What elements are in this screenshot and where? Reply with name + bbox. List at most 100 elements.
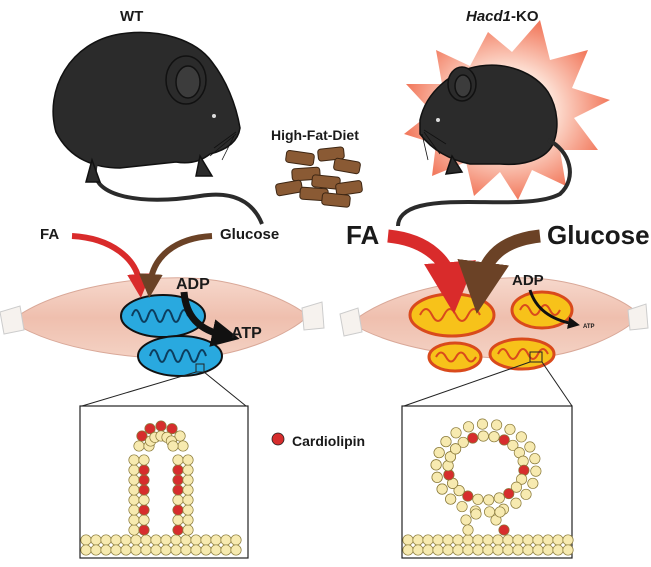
phospholipid-molecule [100, 544, 112, 556]
cardiolipin-molecule [166, 423, 178, 435]
high-fat-diet-pellets [275, 146, 363, 208]
phospholipid-molecule [524, 441, 536, 453]
cardiolipin-molecule [138, 464, 150, 476]
phospholipid-molecule [110, 534, 122, 546]
cardiolipin-molecule [498, 524, 510, 536]
phospholipid-molecule [488, 431, 500, 443]
phospholipid-molecule [491, 419, 503, 431]
phospholipid-molecule [504, 423, 516, 435]
phospholipid-molecule [210, 544, 222, 556]
phospholipid-molecule [170, 534, 182, 546]
phospholipid-molecule [472, 544, 484, 556]
phospholipid-molecule [452, 534, 464, 546]
phospholipid-molecule [402, 534, 414, 546]
phospholipid-molecule [432, 534, 444, 546]
wt-mitochondrion-2 [137, 335, 223, 377]
cardiolipin-molecule [172, 504, 184, 516]
phospholipid-molecule [515, 431, 527, 443]
phospholipid-molecule [532, 534, 544, 546]
wt-mouse-eye [212, 114, 216, 118]
phospholipid-molecule [512, 544, 524, 556]
phospholipid-molecule [445, 493, 457, 505]
phospholipid-molecule [138, 494, 150, 506]
ko-mitochondrion-1 [408, 292, 496, 338]
phospholipid-molecule [140, 534, 152, 546]
phospholipid-molecule [527, 477, 539, 489]
phospholipid-molecule [190, 544, 202, 556]
phospholipid-molecule [150, 544, 162, 556]
phospholipid-molecule [430, 459, 442, 471]
ko-mouse-eye [436, 118, 440, 122]
phospholipid-molecule [483, 494, 495, 506]
phospholipid-molecule [180, 534, 192, 546]
wt-cristae-lipid-bilayer [80, 420, 242, 556]
phospholipid-molecule [476, 418, 488, 430]
phospholipid-molecule [450, 427, 462, 439]
phospholipid-molecule [182, 514, 194, 526]
ko-zoom-lines [403, 351, 573, 407]
phospholipid-molecule [172, 494, 184, 506]
cardiolipin-molecule [172, 464, 184, 476]
phospholipid-molecule [433, 447, 445, 459]
phospholipid-molecule [507, 439, 519, 451]
phospholipid-molecule [220, 544, 232, 556]
cardiolipin-molecule [155, 420, 167, 432]
phospholipid-molecule [182, 484, 194, 496]
phospholipid-molecule [482, 534, 494, 546]
phospholipid-molecule [412, 544, 424, 556]
wt-glucose-label: Glucose [220, 226, 280, 243]
cardiolipin-molecule [138, 484, 150, 496]
cardiolipin-molecule [138, 474, 150, 486]
phospholipid-molecule [120, 544, 132, 556]
phospholipid-molecule [210, 534, 222, 546]
phospholipid-molecule [130, 534, 142, 546]
phospholipid-molecule [562, 544, 574, 556]
phospholipid-molecule [510, 481, 522, 493]
wt-title: WT [120, 8, 144, 25]
cardiolipin-molecule [172, 524, 184, 536]
phospholipid-molecule [502, 534, 514, 546]
phospholipid-molecule [494, 506, 506, 518]
ko-atp-label: ATP [583, 324, 595, 330]
phospholipid-molecule [190, 534, 202, 546]
phospholipid-molecule [472, 493, 484, 505]
wt-adp-atp-arrow [180, 291, 240, 347]
phospholipid-molecule [436, 483, 448, 495]
phospholipid-molecule [453, 485, 465, 497]
phospholipid-molecule [452, 544, 464, 556]
phospholipid-molecule [472, 534, 484, 546]
phospholipid-molecule [493, 492, 505, 504]
cardiolipin-molecule [462, 490, 474, 502]
phospholipid-molecule [450, 443, 462, 455]
phospholipid-molecule [542, 544, 554, 556]
phospholipid-molecule [462, 524, 474, 536]
cardiolipin-legend-dot [271, 432, 285, 446]
phospholipid-molecule [167, 440, 179, 452]
phospholipid-molecule [492, 534, 504, 546]
phospholipid-molecule [90, 534, 102, 546]
phospholipid-molecule [174, 430, 186, 442]
phospholipid-molecule [128, 474, 140, 486]
ko-fa-arrow [387, 229, 476, 314]
phospholipid-molecule [120, 534, 132, 546]
phospholipid-molecule [512, 534, 524, 546]
phospholipid-molecule [510, 497, 522, 509]
phospholipid-molecule [442, 534, 454, 546]
phospholipid-molecule [80, 544, 92, 556]
phospholipid-molecule [128, 524, 140, 536]
phospholipid-molecule [220, 534, 232, 546]
wt-fa-label: FA [40, 226, 60, 243]
phospholipid-molecule [160, 544, 172, 556]
phospholipid-molecule [150, 534, 162, 546]
phospholipid-molecule [456, 501, 468, 513]
phospholipid-molecule [160, 534, 172, 546]
phospholipid-molecule [138, 514, 150, 526]
phospholipid-molecule [552, 544, 564, 556]
phospholipid-molecule [128, 504, 140, 516]
phospholipid-molecule [172, 514, 184, 526]
phospholipid-molecule [200, 544, 212, 556]
ko-adp-label: ADP [512, 272, 544, 289]
phospholipid-molecule [140, 544, 152, 556]
phospholipid-molecule [230, 544, 242, 556]
